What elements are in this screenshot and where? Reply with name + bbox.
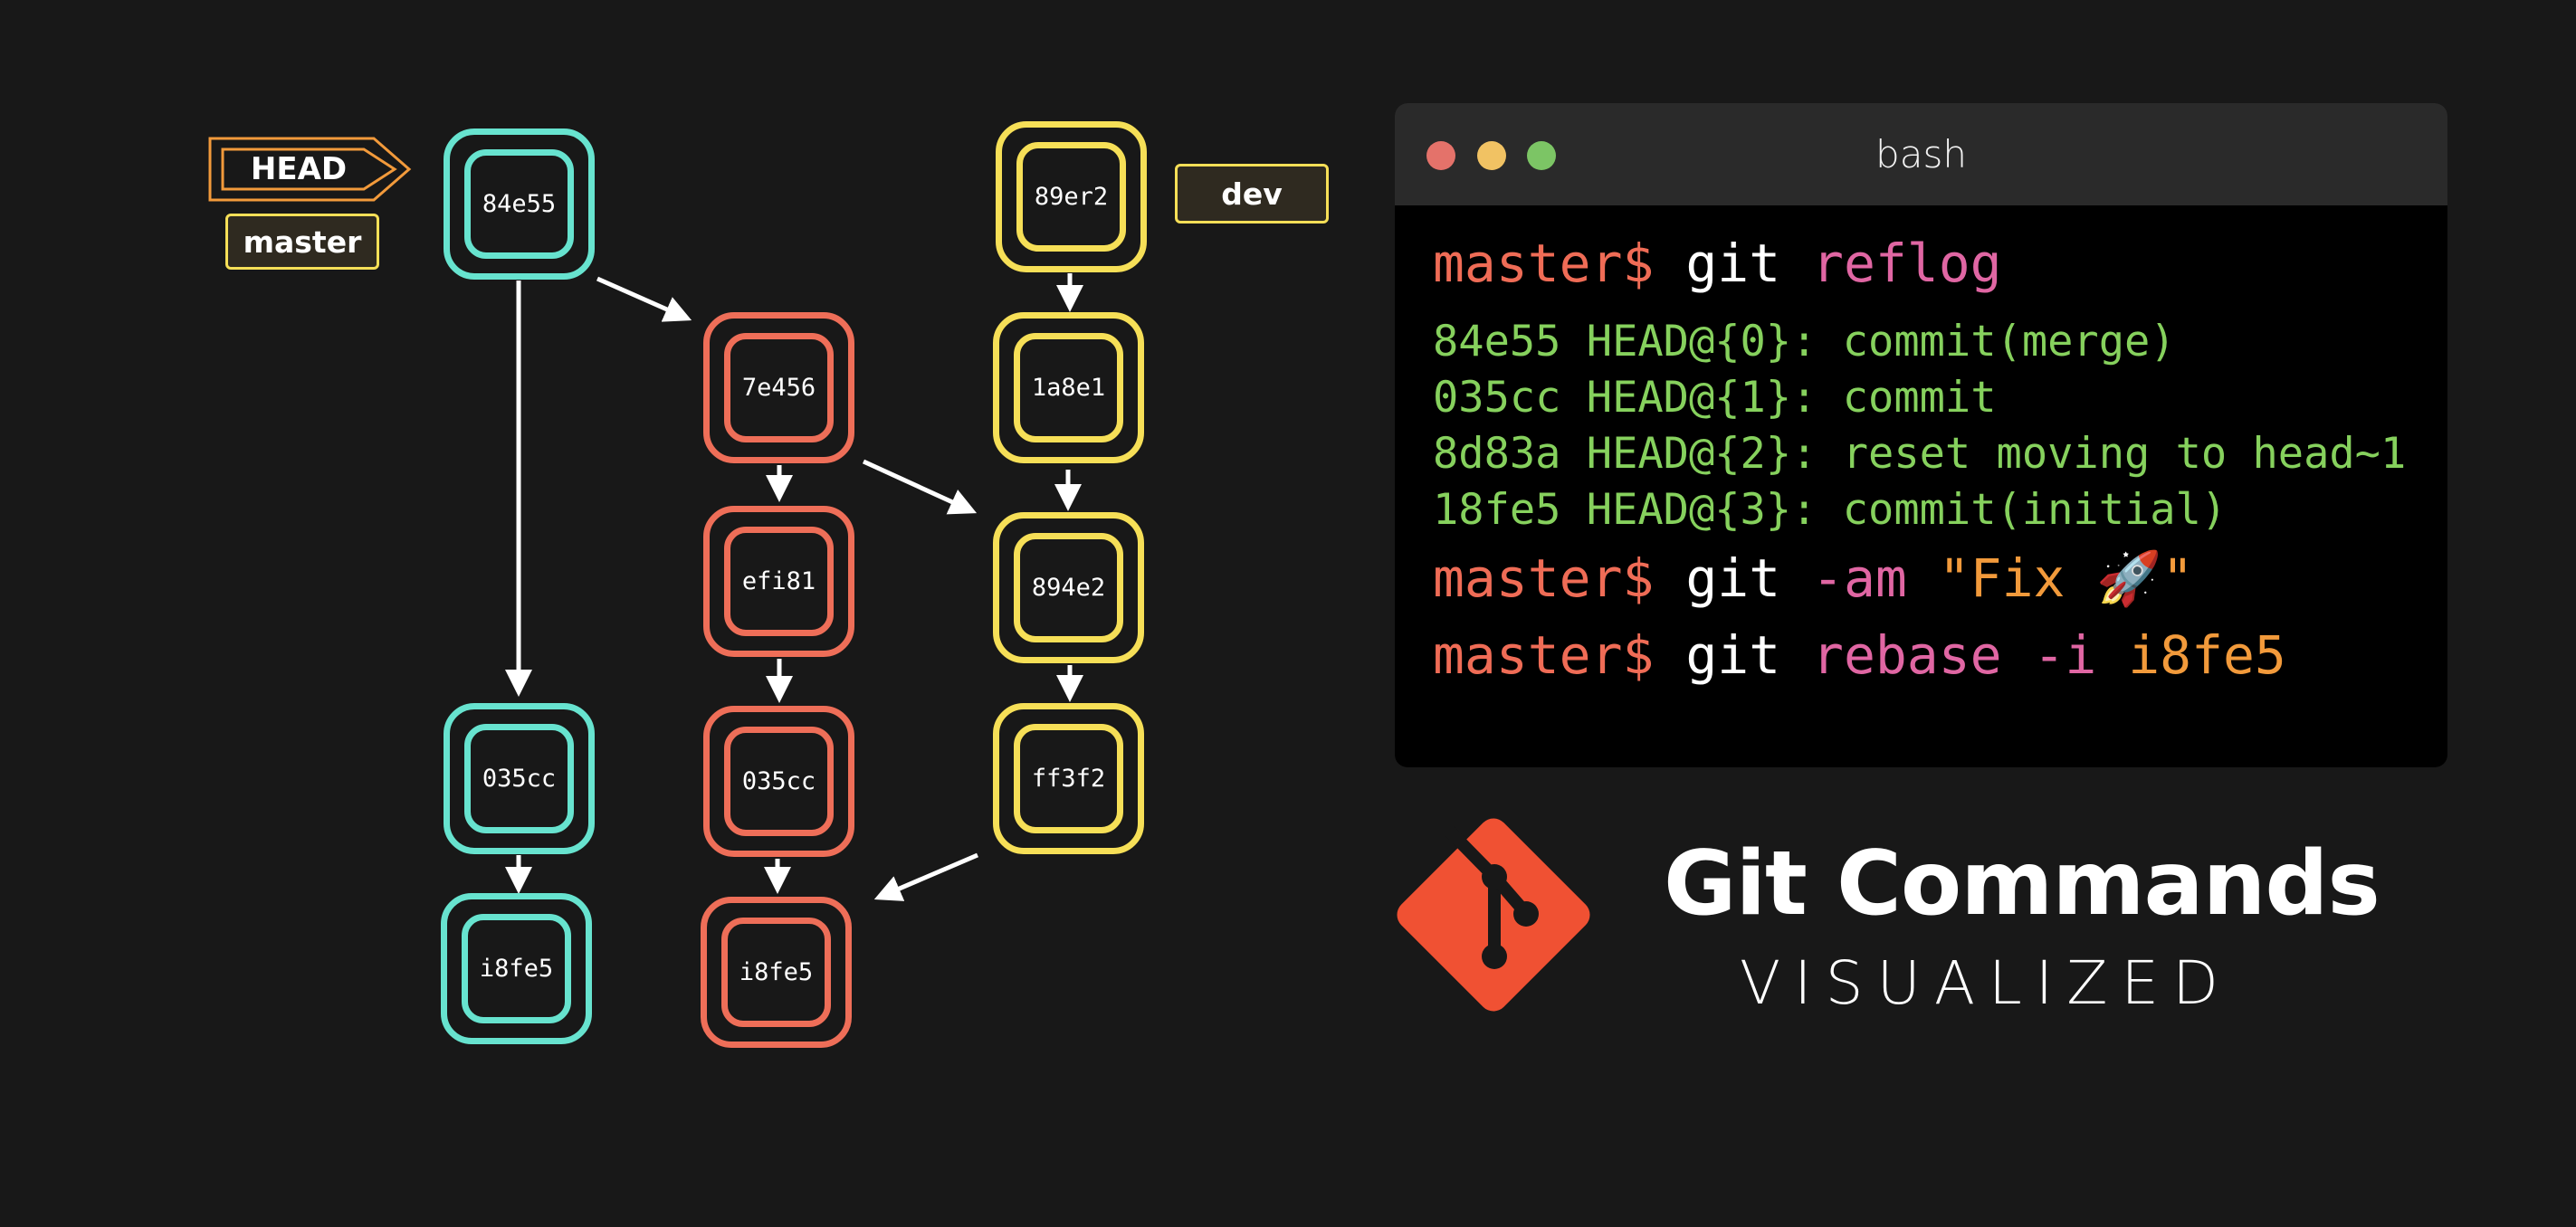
commit-node: ff3f2 [993, 703, 1144, 854]
edge-7e456-894e2 [862, 459, 978, 515]
commit-node: i8fe5 [441, 893, 592, 1044]
commit-hash: efi81 [724, 527, 834, 636]
command-argument: "Fix 🚀" [1938, 547, 2194, 609]
graph-edges [505, 273, 1083, 901]
commit-hash: 1a8e1 [1014, 333, 1123, 442]
commit-node: 035cc [444, 703, 595, 854]
commit-hash: i8fe5 [462, 914, 571, 1023]
commit-node: 894e2 [993, 512, 1144, 663]
head-arrow-icon [208, 137, 412, 202]
commit-hash: ff3f2 [1014, 724, 1123, 833]
terminal-command-line: master$ git reflog [1433, 233, 2409, 296]
command-subcommand: rebase -i [1812, 624, 2097, 687]
minimize-window-button[interactable] [1477, 141, 1506, 170]
commit-hash: 035cc [724, 727, 834, 836]
commit-node: 035cc [703, 706, 854, 857]
brand-title: Git Commands [1664, 832, 2380, 936]
command-subcommand: -am [1812, 547, 1907, 609]
commit-hash: 89er2 [1016, 142, 1126, 252]
branch-tag-master: master [225, 214, 379, 270]
prompt: master$ [1433, 233, 1655, 294]
branch-tag-dev: dev [1175, 164, 1329, 224]
command-argument: i8fe5 [2128, 624, 2286, 687]
edge-84e55-7e456 [596, 276, 692, 322]
commit-node: 84e55 [444, 128, 595, 280]
terminal-window: bash master$ git reflog 84e55 HEAD@{0}: … [1395, 103, 2447, 767]
head-pointer: HEAD [208, 137, 413, 202]
terminal-command-line: master$ git rebase -i i8fe5 [1433, 624, 2409, 688]
command-git: git [1685, 547, 1781, 609]
brand-subtitle: VISUALIZED [1740, 948, 2232, 1018]
maximize-window-button[interactable] [1527, 141, 1556, 170]
commit-hash: 035cc [464, 724, 574, 833]
commit-hash: 7e456 [724, 333, 834, 442]
commit-hash: i8fe5 [721, 918, 831, 1027]
reflog-line: 035cc HEAD@{1}: commit [1433, 372, 1997, 423]
terminal-titlebar: bash [1395, 103, 2447, 205]
git-logo-icon [1397, 818, 1590, 1012]
commit-hash: 84e55 [464, 149, 574, 259]
reflog-line: 84e55 HEAD@{0}: commit(merge) [1433, 316, 2176, 366]
close-window-button[interactable] [1426, 141, 1455, 170]
commit-node: efi81 [703, 506, 854, 657]
command-git: git [1685, 233, 1781, 294]
edge-ff3f2-i8fe5 [873, 852, 978, 901]
commit-node: i8fe5 [701, 897, 852, 1048]
prompt: master$ [1433, 547, 1655, 609]
reflog-line: 18fe5 HEAD@{3}: commit(initial) [1433, 484, 2228, 535]
commit-node: 89er2 [996, 121, 1147, 272]
terminal-command-line: master$ git -am "Fix 🚀" [1433, 547, 2409, 611]
commit-graph: HEAD master dev 84e55 035cc i8fe5 7e456 … [208, 121, 1329, 1048]
prompt: master$ [1433, 624, 1655, 687]
command-git: git [1685, 624, 1781, 687]
commit-hash: 894e2 [1014, 533, 1123, 642]
command-subcommand: reflog [1812, 233, 2002, 294]
reflog-line: 8d83a HEAD@{2}: reset moving to head~1 [1433, 428, 2407, 479]
terminal-title: bash [1875, 132, 1967, 176]
head-label: HEAD [250, 151, 348, 187]
commit-node: 7e456 [703, 312, 854, 463]
commit-node: 1a8e1 [993, 312, 1144, 463]
terminal-output: master$ git reflog 84e55 HEAD@{0}: commi… [1395, 205, 2447, 715]
